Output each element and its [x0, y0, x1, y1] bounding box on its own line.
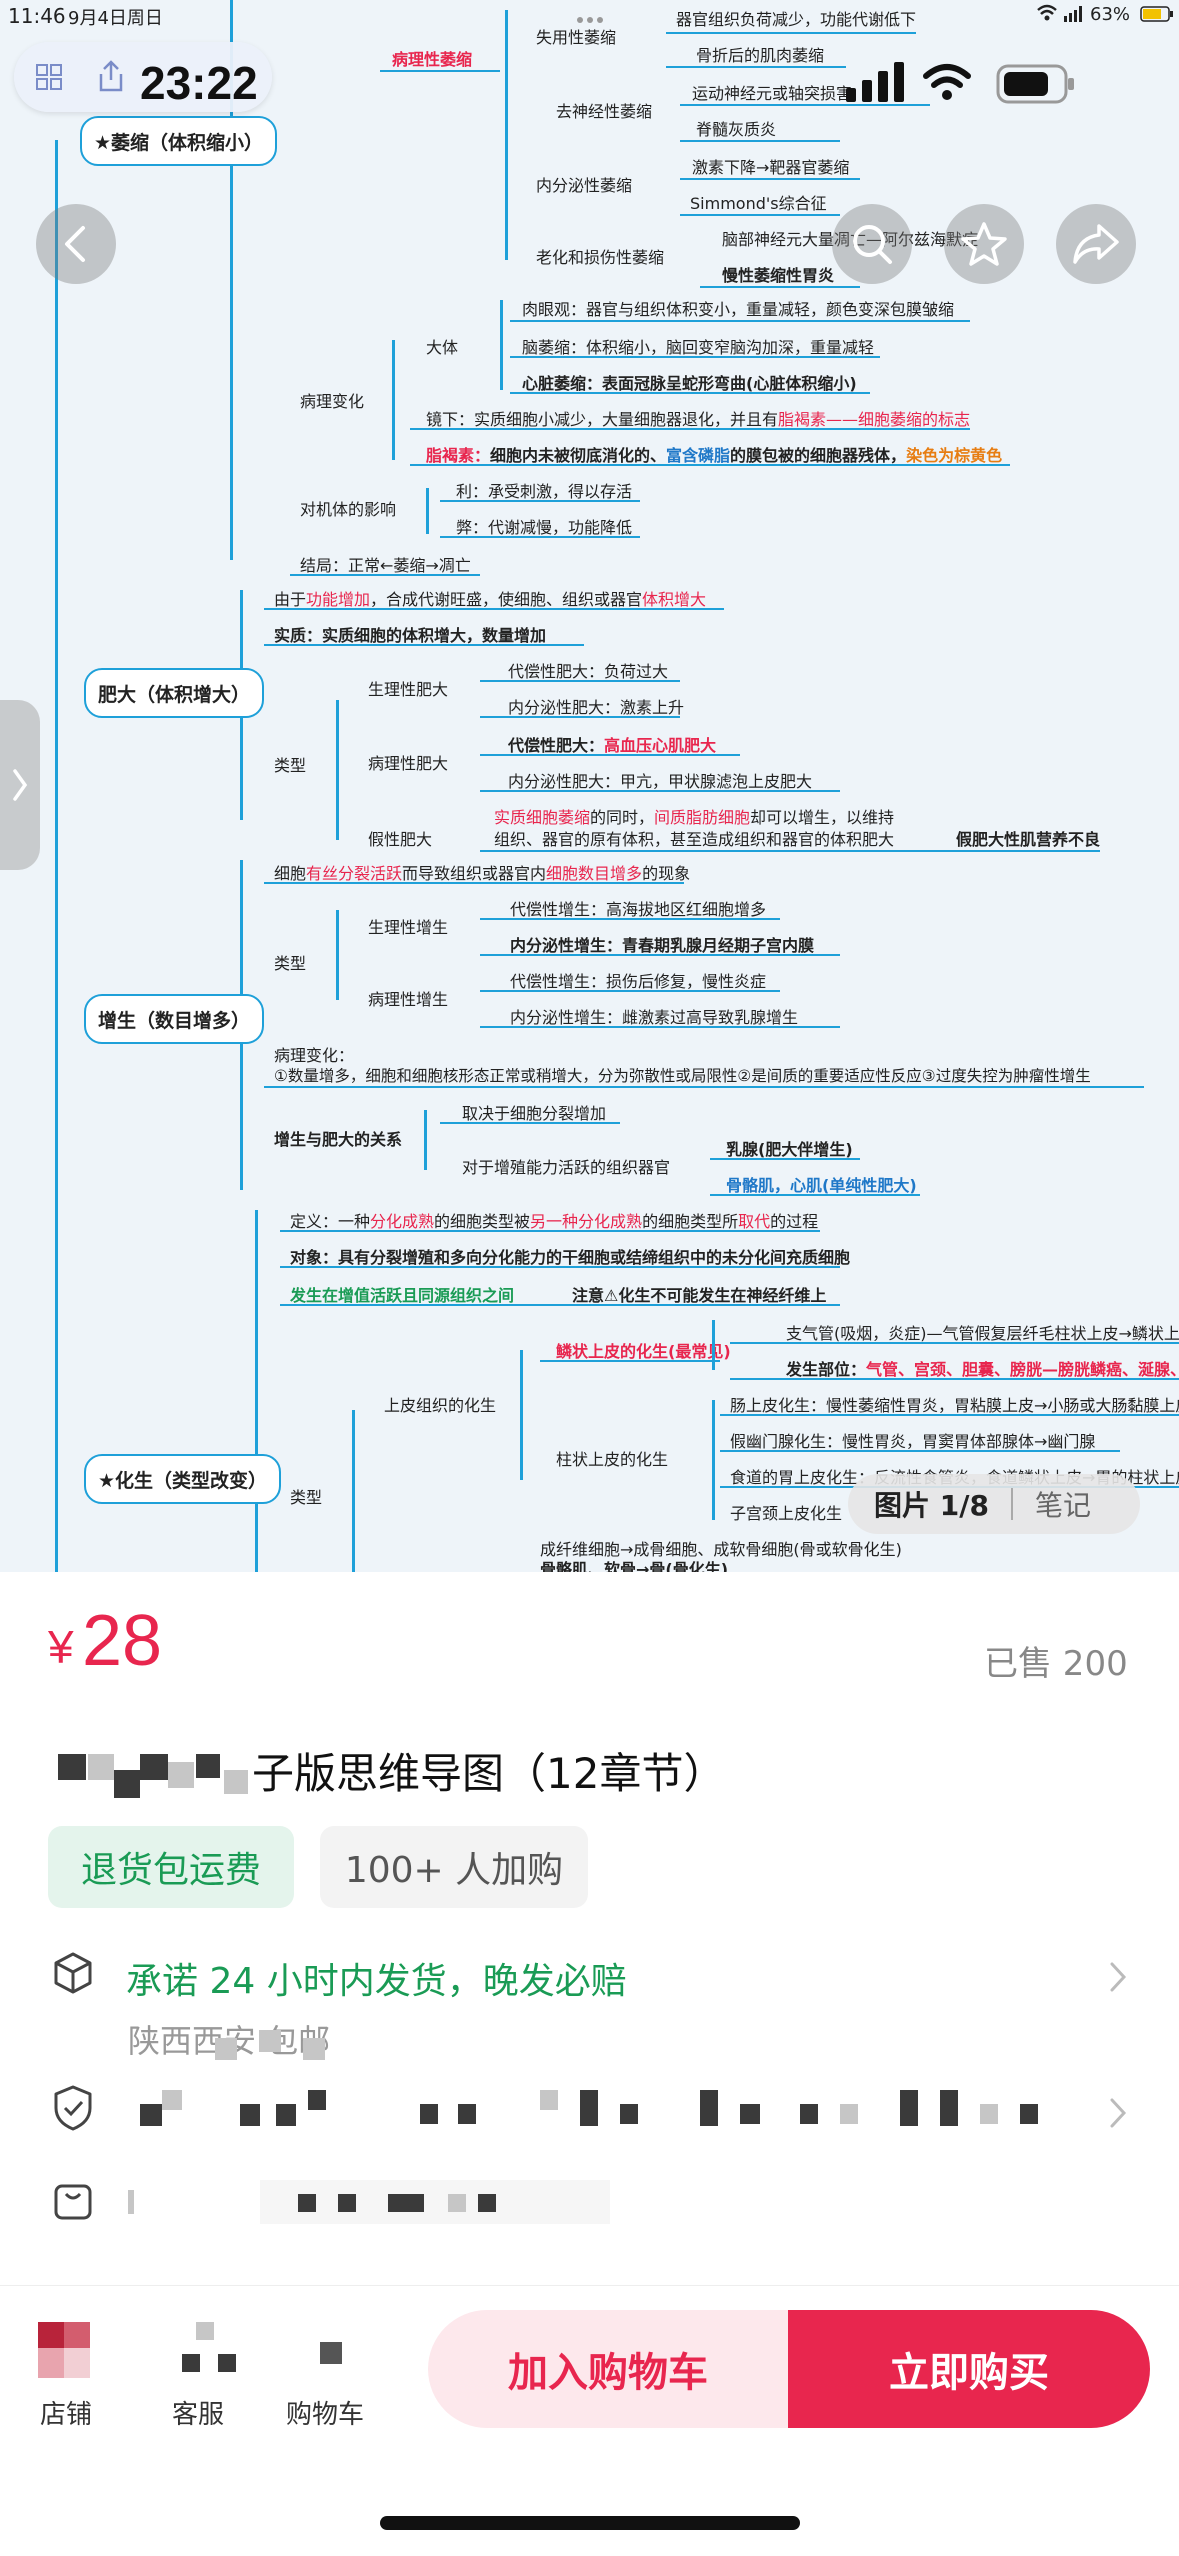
status-date: 9月4日周日 [68, 8, 163, 29]
node-atrophy: ★萎缩（体积缩小） [80, 116, 278, 166]
product-title: 子版思维导图（12章节） [252, 1749, 726, 1798]
node-hypertrophy: 肥大（体积增大） [84, 668, 265, 718]
battery-percent: 63% [1090, 4, 1131, 25]
sold-count: 已售 200 [984, 1644, 1128, 1684]
signal-icon-small [1064, 6, 1084, 26]
product-image-mindmap[interactable]: ★萎缩（体积缩小） 病理性萎缩 失用性萎缩 器官组织负荷减少，功能代谢低下 骨折… [0, 0, 1179, 1572]
status-time-small: 11:46 [8, 4, 66, 28]
search-button[interactable] [832, 204, 912, 284]
overlay-clock: 23:22 [140, 57, 258, 109]
wifi-icon-small [1036, 4, 1058, 26]
signal-icon [846, 62, 906, 106]
shop-nav-item[interactable]: 店铺 [28, 2312, 108, 2430]
image-toolbar [14, 42, 272, 112]
cart-icon [320, 2342, 342, 2364]
shop-icon [38, 2322, 90, 2378]
side-drawer-handle[interactable] [0, 700, 40, 870]
buy-now-button[interactable]: 立即购买 [788, 2310, 1150, 2428]
chevron-right-icon [13, 769, 28, 801]
home-indicator[interactable] [380, 2516, 800, 2530]
favorite-button[interactable] [944, 204, 1024, 284]
node-metaplasia: ★化生（类型改变） [84, 1454, 282, 1504]
cart-count-tag: 100+ 人加购 [320, 1826, 588, 1908]
shipping-promise[interactable]: 承诺 24 小时内发货，晚发必赔 [126, 1961, 627, 2002]
shield-check-icon [50, 2084, 96, 2136]
title-redacted-block [58, 1750, 258, 1806]
service-nav-item[interactable]: 客服 [160, 2312, 250, 2430]
customer-service-icon [182, 2322, 238, 2378]
search-icon [853, 225, 892, 264]
guarantee-redacted-text[interactable] [140, 2090, 1090, 2142]
node-patho-atrophy: 病理性萎缩 [392, 50, 473, 69]
add-to-cart-button[interactable]: 加入购物车 [428, 2310, 788, 2428]
price-value: 28 [82, 1601, 163, 1681]
location-redaction [215, 2030, 365, 2060]
note-button[interactable]: 笔记 [1034, 1489, 1091, 1522]
battery-icon-small [1140, 6, 1174, 26]
cart-label: 购物车 [286, 2400, 365, 2430]
multitask-dots-icon[interactable] [576, 10, 604, 23]
share-arrow-icon [1073, 224, 1119, 264]
bag-icon [50, 2176, 96, 2226]
battery-icon [996, 64, 1076, 108]
image-counter: 图片 1/8 笔记 [848, 1474, 1140, 1534]
grid-icon[interactable] [36, 64, 62, 94]
cart-nav-item[interactable]: 购物车 [282, 2312, 392, 2430]
chevron-right-icon[interactable] [1108, 1960, 1128, 1998]
chevron-right-icon-2[interactable] [1108, 2096, 1128, 2134]
share-button[interactable] [1056, 204, 1136, 284]
parameter-redacted-text[interactable] [128, 2180, 628, 2224]
back-button[interactable] [36, 204, 116, 284]
price-currency: ¥ [48, 1621, 74, 1673]
star-icon [961, 222, 1007, 266]
shop-label: 店铺 [40, 2400, 93, 2430]
node-hyperplasia: 增生（数目增多） [84, 994, 265, 1044]
package-icon [50, 1950, 96, 2000]
chevron-left-icon [65, 226, 85, 262]
share-upload-icon[interactable] [98, 60, 124, 96]
service-label: 客服 [172, 2400, 225, 2430]
return-shipping-tag: 退货包运费 [48, 1826, 294, 1908]
wifi-icon [922, 62, 972, 106]
